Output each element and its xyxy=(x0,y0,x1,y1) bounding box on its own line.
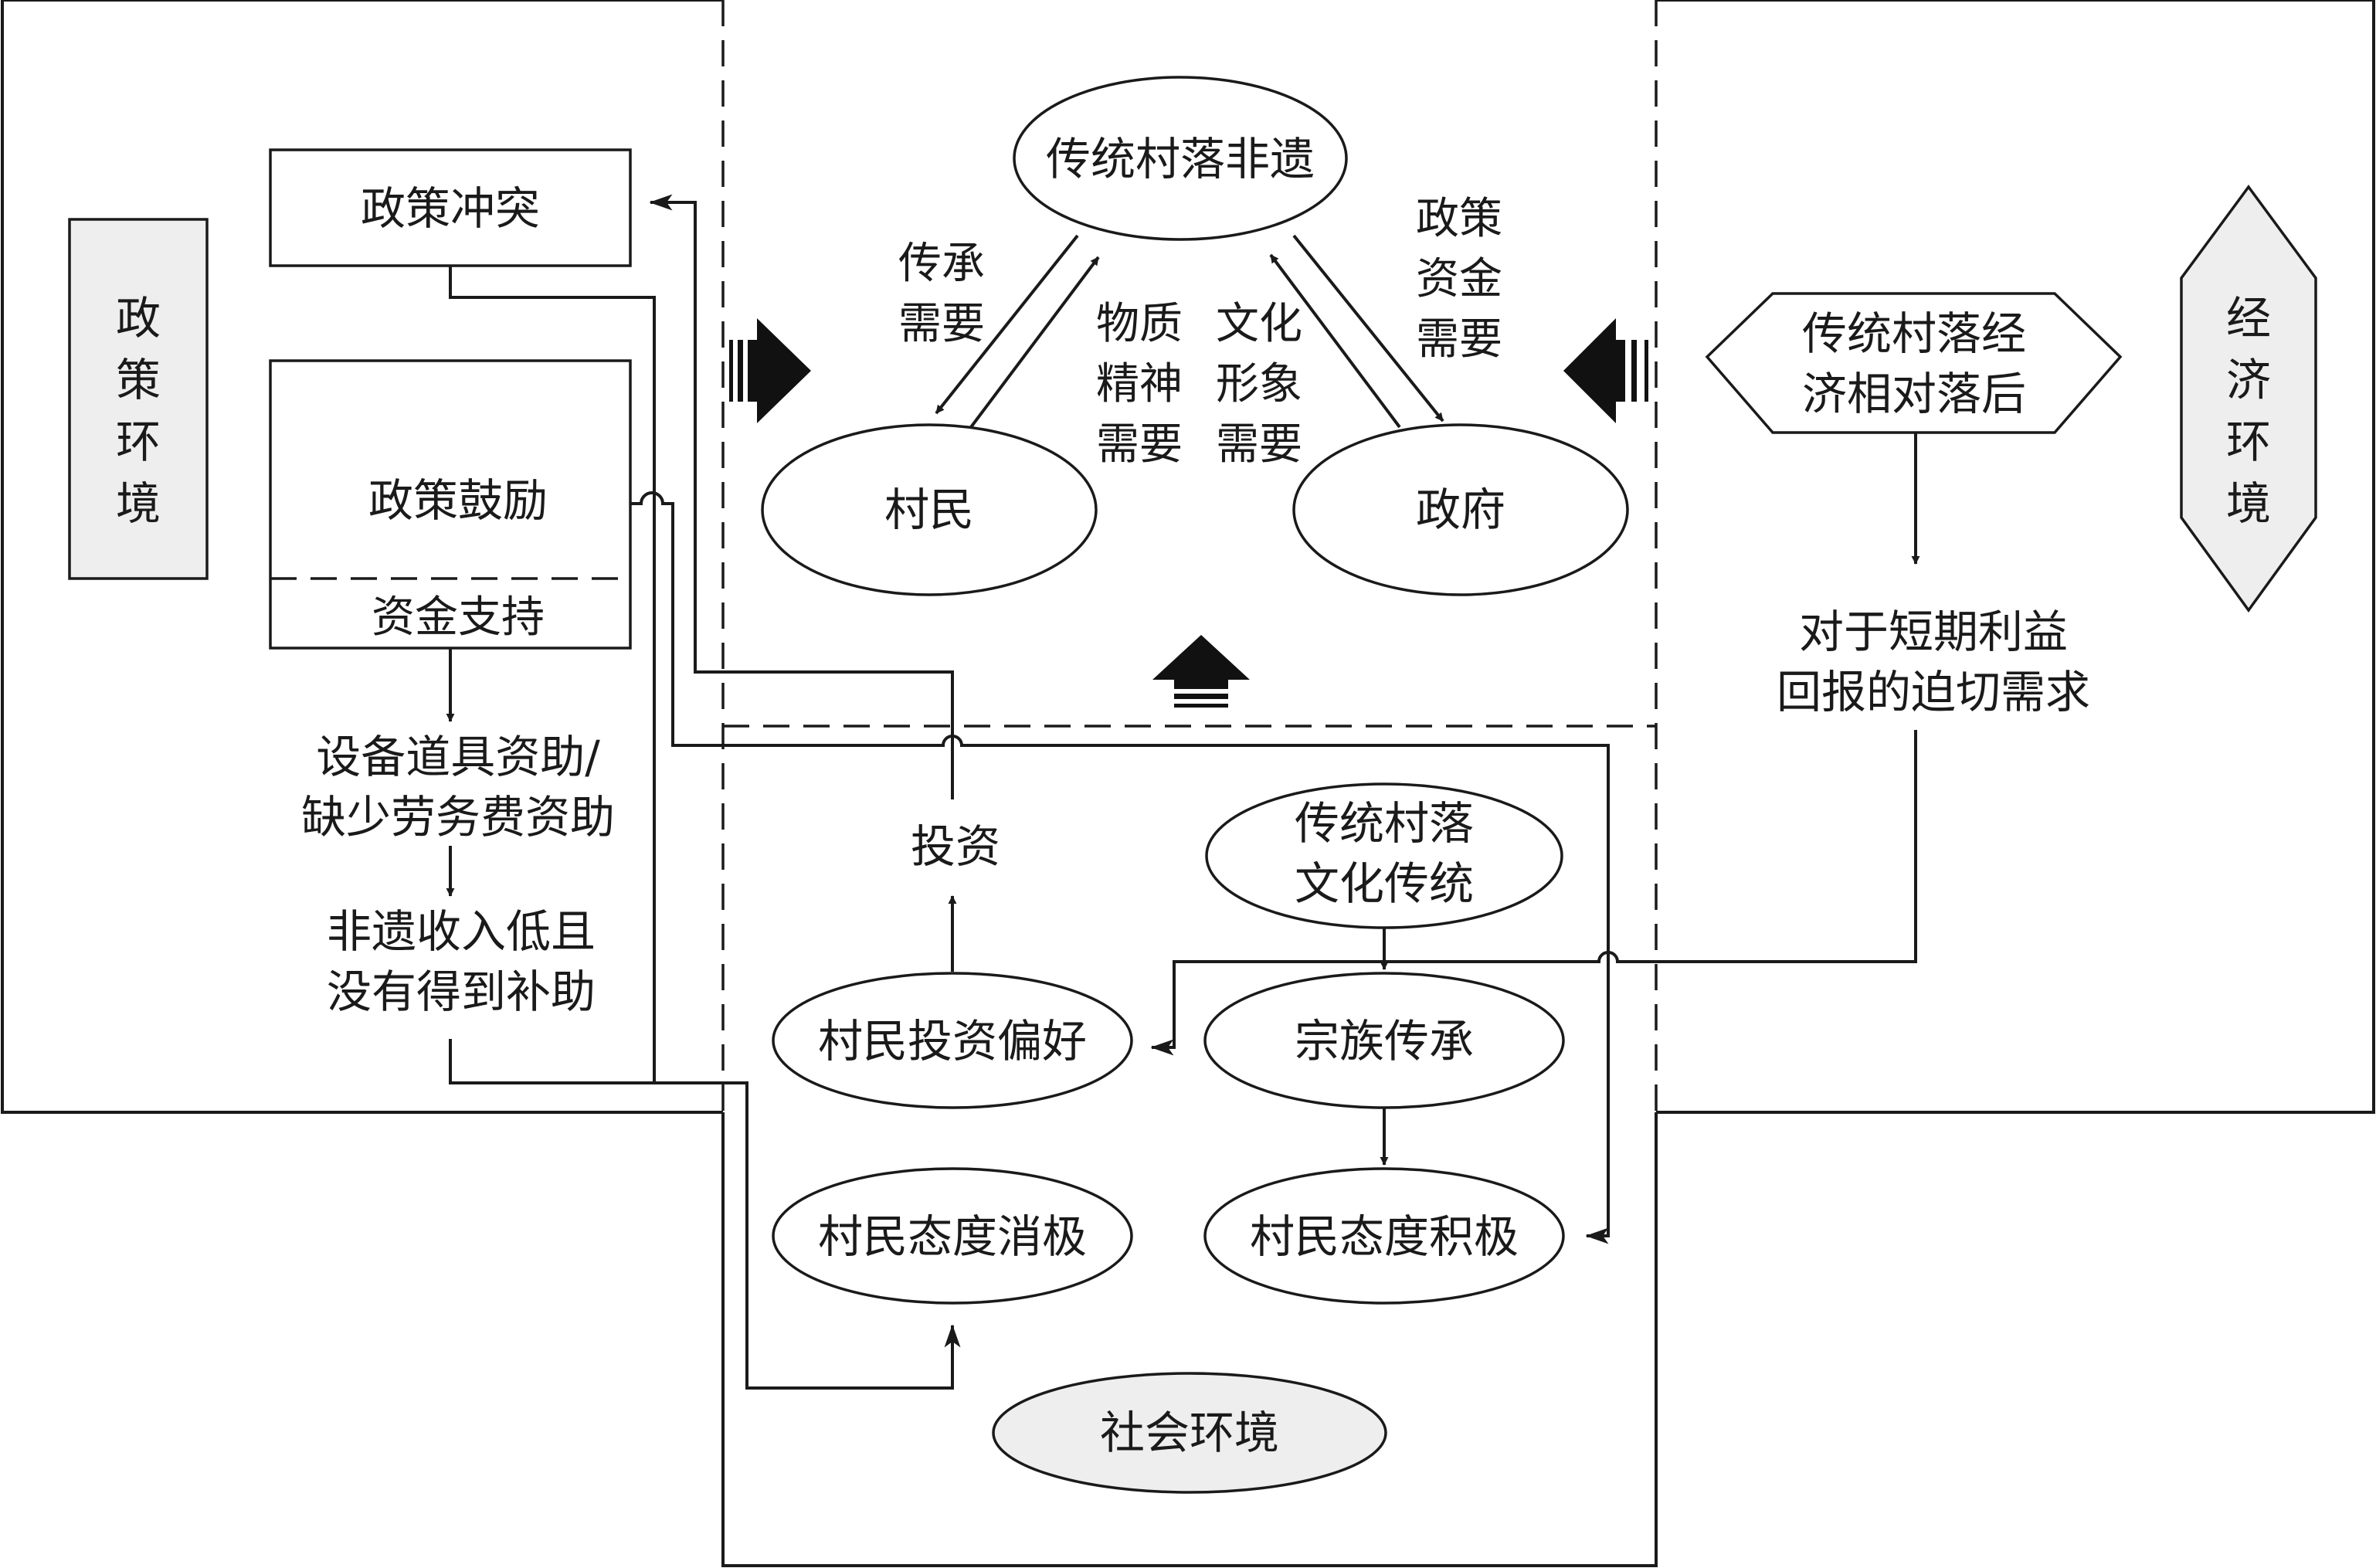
economic-environment-label: 经 济 环 境 xyxy=(2180,185,2317,613)
low-income-node: 非遗收入低且 没有得到补助 xyxy=(327,905,596,1018)
svg-text:物质: 物质 xyxy=(1096,299,1183,349)
villagers-node: 村民 xyxy=(761,423,1098,596)
svg-text:回报的迫切需求: 回报的迫切需求 xyxy=(1777,666,2090,718)
svg-text:经: 经 xyxy=(2226,292,2271,344)
social-environment-label: 社会环境 xyxy=(992,1372,1387,1494)
connector-encourage-to-positive-attitude xyxy=(630,491,1610,1244)
svg-text:村民态度消极: 村民态度消极 xyxy=(818,1210,1087,1263)
svg-text:精神: 精神 xyxy=(1096,359,1183,409)
svg-text:环: 环 xyxy=(116,416,161,468)
policy-encourage-node: 政策鼓励 资金支持 xyxy=(269,359,632,650)
block-arrow-from-policy xyxy=(729,318,811,423)
svg-text:缺少劳务费资助: 缺少劳务费资助 xyxy=(301,791,615,843)
svg-text:村民投资偏好: 村民投资偏好 xyxy=(818,1015,1087,1067)
arrow-heritage-to-government xyxy=(1292,234,1444,423)
negative-attitude-node: 村民态度消极 xyxy=(772,1167,1133,1305)
policy-environment-label: 政 策 环 境 xyxy=(68,218,209,580)
svg-text:环: 环 xyxy=(2226,416,2271,468)
invest-preference-node: 村民投资偏好 xyxy=(772,972,1133,1109)
svg-text:传统村落: 传统村落 xyxy=(1295,797,1474,850)
label-inherit-need: 传承 需要 xyxy=(898,239,985,349)
connector-income-to-negative-attitude xyxy=(449,1039,961,1390)
svg-text:济相对落后: 济相对落后 xyxy=(1802,368,2026,420)
short-term-need-node: 对于短期利益 回报的迫切需求 xyxy=(1777,606,2090,718)
svg-text:投资: 投资 xyxy=(911,820,1000,873)
label-policy-fund-need: 政策 资金 需要 xyxy=(1416,194,1502,365)
label-cultural-image-need: 文化 形象 需要 xyxy=(1216,299,1302,470)
block-arrow-from-society xyxy=(1152,635,1250,708)
svg-text:需要: 需要 xyxy=(1096,419,1183,470)
clan-inheritance-node: 宗族传承 xyxy=(1203,972,1565,1109)
svg-text:形象: 形象 xyxy=(1216,359,1302,409)
svg-text:策: 策 xyxy=(116,354,161,406)
arrow-heritage-to-villagers xyxy=(935,234,1079,415)
svg-text:社会环境: 社会环境 xyxy=(1100,1407,1279,1459)
svg-text:需要: 需要 xyxy=(898,299,985,349)
svg-text:境: 境 xyxy=(2226,477,2271,530)
government-node: 政府 xyxy=(1292,423,1629,596)
svg-text:政: 政 xyxy=(116,292,161,344)
policy-conflict-node: 政策冲突 xyxy=(269,148,632,267)
svg-text:宗族传承: 宗族传承 xyxy=(1295,1015,1474,1067)
svg-text:政府: 政府 xyxy=(1416,484,1505,536)
svg-text:没有得到补助: 没有得到补助 xyxy=(327,966,596,1018)
svg-text:资金: 资金 xyxy=(1416,254,1502,304)
connector-short-term-to-invest-preference xyxy=(1150,730,1917,1056)
arrow-government-to-heritage xyxy=(1269,253,1401,429)
svg-text:对于短期利益: 对于短期利益 xyxy=(1799,606,2068,658)
block-arrow-from-economy xyxy=(1563,318,1648,423)
svg-text:政策鼓励: 政策鼓励 xyxy=(368,474,548,527)
arrow-villagers-to-heritage xyxy=(969,256,1100,429)
heritage-node: 传统村落非遗 xyxy=(1013,76,1348,241)
investment-node: 投资 xyxy=(911,820,1000,873)
connector-investment-to-policy-conflict xyxy=(649,194,954,799)
svg-text:设备道具资助/: 设备道具资助/ xyxy=(316,731,600,783)
equipment-subsidy-node: 设备道具资助/ 缺少劳务费资助 xyxy=(301,731,615,843)
economic-lag-node: 传统村落经 济相对落后 xyxy=(1705,292,2123,434)
svg-text:济: 济 xyxy=(2226,354,2271,406)
svg-text:政策: 政策 xyxy=(1416,194,1502,244)
svg-text:需要: 需要 xyxy=(1416,314,1502,365)
region-social-environment xyxy=(721,1112,1658,1567)
region-policy-environment xyxy=(1,0,723,1114)
svg-text:需要: 需要 xyxy=(1216,419,1302,470)
cultural-tradition-node: 传统村落 文化传统 xyxy=(1205,782,1563,929)
svg-text:村民: 村民 xyxy=(884,484,974,536)
fund-support-label: 资金支持 xyxy=(372,592,545,643)
connector-policy-conflict-to-social xyxy=(449,266,656,1081)
svg-text:文化传统: 文化传统 xyxy=(1295,857,1474,910)
region-heritage-core xyxy=(2,0,1658,1114)
svg-text:传统村落非遗: 传统村落非遗 xyxy=(1046,133,1315,185)
positive-attitude-node: 村民态度积极 xyxy=(1203,1167,1565,1305)
svg-text:境: 境 xyxy=(116,477,161,530)
svg-text:传承: 传承 xyxy=(898,239,985,289)
svg-text:文化: 文化 xyxy=(1216,299,1302,349)
svg-text:非遗收入低且: 非遗收入低且 xyxy=(327,905,596,958)
region-economic-environment xyxy=(1656,0,2375,1114)
svg-text:政策冲突: 政策冲突 xyxy=(361,182,540,235)
svg-text:村民态度积极: 村民态度积极 xyxy=(1250,1210,1519,1263)
label-material-spiritual-need: 物质 精神 需要 xyxy=(1096,299,1183,470)
svg-text:传统村落经: 传统村落经 xyxy=(1802,307,2026,360)
